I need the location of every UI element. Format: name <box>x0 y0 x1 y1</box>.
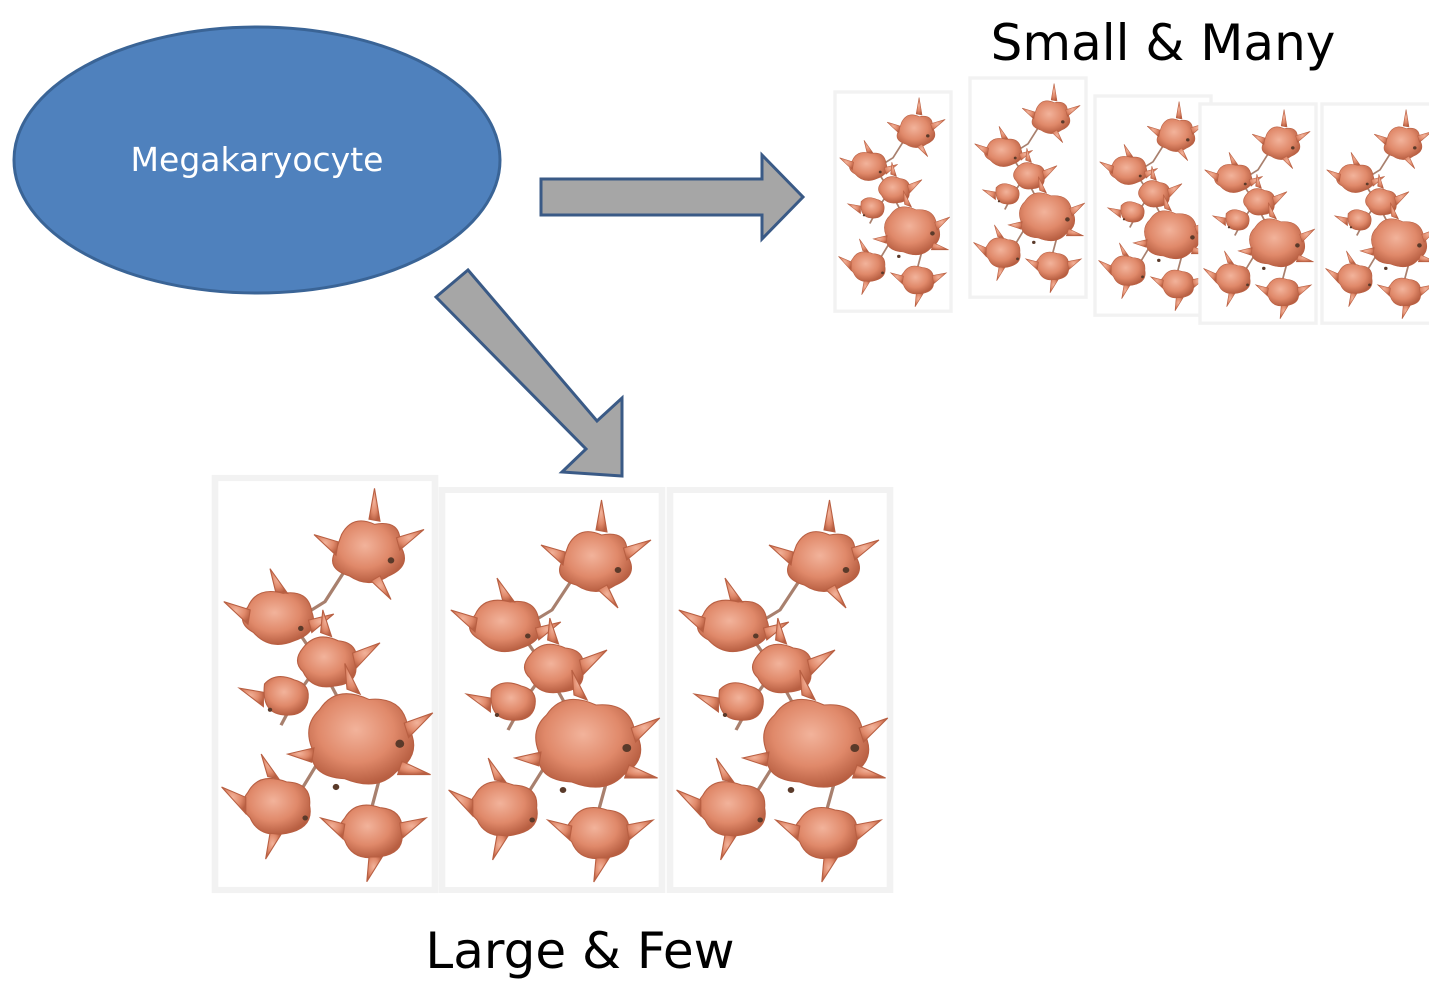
platelet-cluster-large <box>215 478 435 890</box>
small-many-label: Small & Many <box>991 14 1336 72</box>
megakaryocyte-node: Megakaryocyte <box>12 25 502 295</box>
platelet-cluster-small <box>833 90 953 313</box>
arrow-to-large-few <box>433 267 624 478</box>
platelet-cluster-large <box>442 490 662 890</box>
megakaryocyte-label: Megakaryocyte <box>131 140 384 179</box>
platelet-cluster-large <box>670 490 890 890</box>
platelet-cluster-small <box>1093 94 1213 317</box>
platelet-cluster-small <box>1320 102 1429 325</box>
small-many-clusters <box>833 76 1429 325</box>
platelet-cluster-small <box>1198 102 1318 325</box>
large-few-clusters <box>215 478 890 890</box>
arrow-to-small-many <box>539 151 806 243</box>
large-few-label: Large & Few <box>425 922 734 980</box>
platelet-cluster-small <box>968 76 1088 299</box>
